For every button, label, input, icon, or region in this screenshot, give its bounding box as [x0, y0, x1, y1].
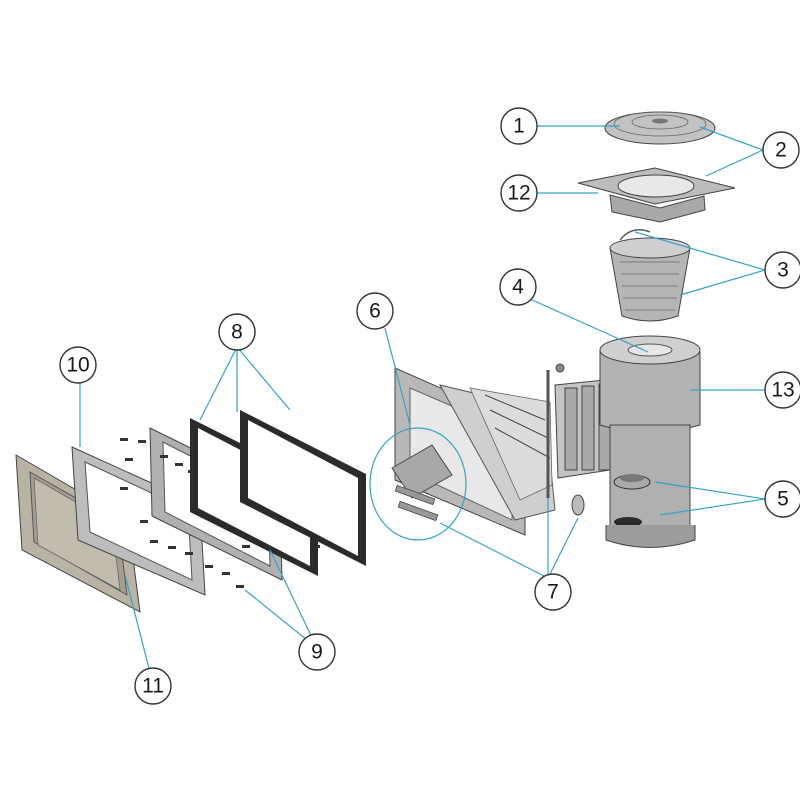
svg-text:2: 2: [775, 139, 787, 162]
float-valve-part: [613, 474, 651, 490]
svg-text:5: 5: [777, 488, 789, 511]
rod-part: [546, 363, 565, 498]
callout-6: 6: [356, 292, 394, 330]
svg-text:8: 8: [231, 321, 243, 344]
callout-9: 9: [298, 633, 336, 671]
svg-text:6: 6: [369, 300, 381, 323]
svg-text:12: 12: [507, 182, 530, 205]
callout-3: 3: [764, 251, 800, 289]
svg-text:9: 9: [311, 641, 323, 664]
skimmer-body-part: [554, 335, 701, 548]
callout-1: 1: [500, 107, 538, 145]
svg-text:1: 1: [513, 115, 525, 138]
callout-2: 2: [762, 131, 800, 169]
callout-13: 13: [764, 371, 800, 409]
callout-12: 12: [500, 174, 538, 212]
svg-text:3: 3: [777, 259, 789, 282]
svg-text:11: 11: [142, 675, 164, 698]
lid-part: [604, 111, 716, 145]
svg-text:10: 10: [66, 354, 89, 377]
callout-10: 10: [59, 346, 97, 384]
deck-ring-part: [577, 167, 736, 223]
callout-5: 5: [764, 480, 800, 518]
skimmer-mouth-part: [394, 367, 556, 536]
leader-lines: [79, 125, 766, 685]
svg-text:4: 4: [512, 276, 524, 299]
callout-7: 7: [534, 573, 572, 611]
callout-11: 11: [134, 667, 172, 705]
basket-part: [609, 229, 691, 322]
weir-detail-bubble: [369, 427, 467, 541]
svg-text:7: 7: [547, 581, 559, 604]
callout-8: 8: [218, 313, 256, 351]
svg-text:13: 13: [771, 379, 794, 402]
gasket-part-back: [240, 410, 366, 566]
callout-4: 4: [499, 268, 537, 306]
plug-part: [571, 494, 585, 516]
